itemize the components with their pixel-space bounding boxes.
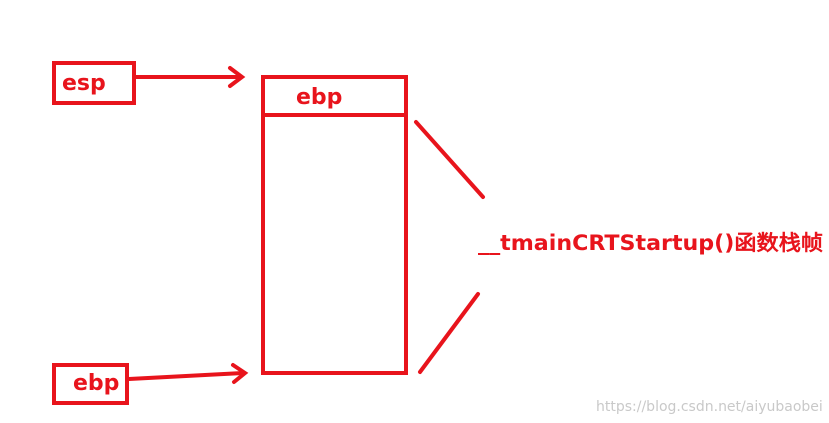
esp-label: esp <box>62 71 106 96</box>
watermark-text: https://blog.csdn.net/aiyubaobei <box>596 399 823 415</box>
ebp-pointer: ebp <box>52 363 249 405</box>
esp-pointer: esp <box>52 61 246 105</box>
esp-arrow-head <box>228 66 246 88</box>
bracket-top-line <box>414 120 485 199</box>
ebp-arrow-head <box>231 363 249 384</box>
frame-top-label: ebp <box>296 85 342 110</box>
frame-bracket <box>414 120 485 374</box>
ebp-arrow-line <box>127 371 245 381</box>
stack-frame: ebp <box>261 75 408 375</box>
bracket-bottom-line <box>418 292 480 374</box>
esp-label-box <box>52 61 136 105</box>
ebp-label-box <box>52 363 129 405</box>
frame-body <box>261 113 408 375</box>
frame-caption: __tmainCRTStartup()函数栈帧 <box>478 231 823 255</box>
ebp-label: ebp <box>73 371 119 396</box>
